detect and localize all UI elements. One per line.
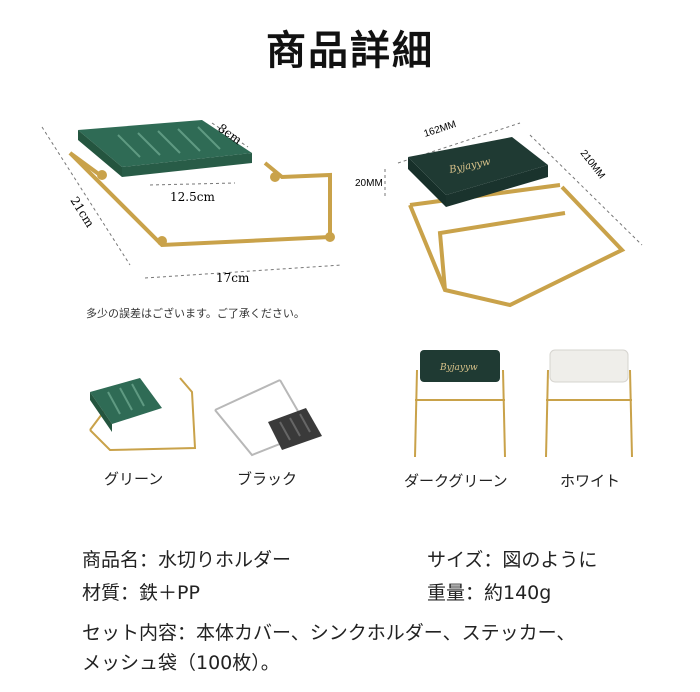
gold-frame (408, 183, 626, 308)
frame-knob (97, 170, 107, 180)
white-tray (549, 349, 629, 383)
tolerance-note: 多少の誤差はございます。ご了承ください。 (86, 307, 305, 320)
spec-material: 材質：鉄＋PP (82, 582, 200, 604)
frame-knob (325, 232, 335, 242)
dim-inner-width: 12.5cm (170, 190, 215, 204)
frame-knob (270, 172, 280, 182)
variant-label-green: グリーン (104, 470, 164, 488)
variant-label-dark-green: ダークグリーン (404, 472, 508, 490)
spec-weight: 重量：約140g (427, 582, 552, 604)
spec-set-contents-line2: メッシュ袋（100枚）。 (82, 652, 280, 674)
variant-white-image (545, 349, 633, 458)
spec-set-contents-line1: セット内容：本体カバー、シンクホルダー、ステッカー、 (82, 622, 576, 644)
dimension-lines (41, 122, 343, 279)
dim-width: 17cm (216, 271, 250, 285)
variant-label-black: ブラック (237, 470, 298, 488)
dark-green-tray (420, 350, 500, 382)
dim-side: 21cm (67, 194, 97, 230)
variant-black-image (214, 379, 322, 457)
dark-green-tray: Byjayyw (408, 137, 548, 207)
page-title: 商品詳細 (266, 28, 434, 74)
right-dimension-diagram: Byjayyw 162MM 210MM 20MM (355, 119, 643, 308)
variant-green-image (89, 377, 197, 452)
dim-width: 162MM (423, 119, 458, 140)
left-dimension-diagram: 8cm 12.5cm 21cm 17cm (41, 120, 343, 285)
variant-dark-green-image: Byjayyw (414, 350, 506, 458)
spec-size: サイズ：図のように (427, 549, 598, 571)
spec-product-name: 商品名：水切りホルダー (82, 549, 292, 571)
dim-height: 20MM (355, 178, 383, 189)
dim-length: 210MM (578, 148, 607, 181)
green-tray (78, 120, 252, 177)
brand-mark: Byjayyw (439, 363, 478, 373)
frame-knob (157, 236, 167, 246)
variant-label-white: ホワイト (560, 472, 621, 490)
dimension-lines (384, 122, 643, 246)
